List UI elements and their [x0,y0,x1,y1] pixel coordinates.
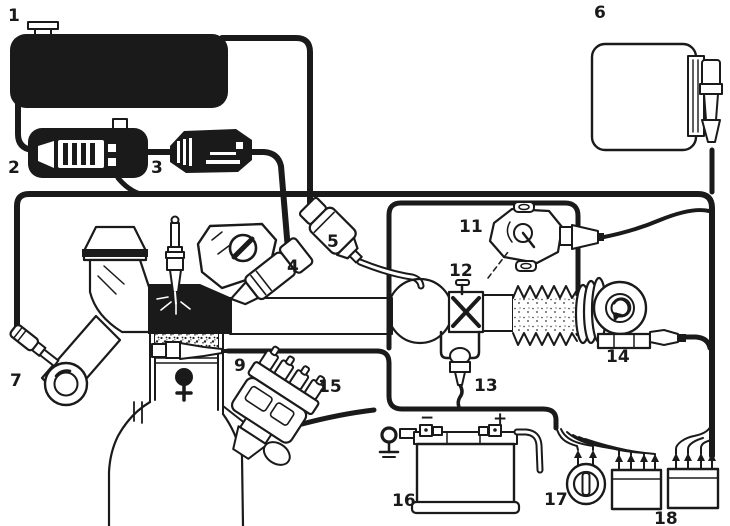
relay-1 [610,454,663,511]
engine-assembly [9,215,326,526]
piston-mark-icon [175,368,193,402]
spark-plug [156,215,191,315]
thermo-time-switch [439,330,481,386]
exhaust-pipe [40,314,122,407]
callout-cold-start-valve: 5 [327,232,339,252]
intake-tract [229,276,686,350]
crankcase [107,400,247,526]
battery-negative-sign: − [420,408,434,428]
intake-runner [229,297,393,335]
ignition-switch [565,450,607,506]
air-flow-meter [574,276,686,350]
air-vane-arrow-icon [612,297,632,318]
control-unit [590,42,723,152]
harness-branch [386,200,581,351]
cold-start-valve [298,196,363,264]
intake-snout [82,225,152,334]
wiring-harness [14,147,715,459]
fuel-filter [170,129,252,173]
fuel-pump [28,118,148,178]
wire-bundle [555,419,713,456]
callout-air-flow-meter: 14 [606,347,630,367]
air-duct [482,294,514,332]
callout-labels: 1 2 3 4 5 6 7 9 11 12 13 14 15 16 17 18 … [8,3,678,526]
relay-2 [666,453,720,510]
callout-temperature-sensor: 9 [234,356,246,376]
callout-distributor: 15 [318,377,342,397]
callout-battery: 16 [392,491,416,511]
relays [610,453,720,511]
callout-throttle-switch: 11 [459,217,483,237]
callout-thermo-time-switch: 13 [474,376,498,396]
callout-ignition-switch: 17 [544,490,568,510]
leader-line [487,251,509,279]
fuel-injector [229,237,314,306]
temperature-sensor [151,341,230,360]
switch-connector [571,224,599,250]
exhaust-sensor [9,324,60,368]
callout-fuel-filter: 3 [151,158,163,178]
key-slot-icon [581,472,591,496]
battery-positive-sign: + [493,409,507,429]
battery [378,424,544,515]
callout-exhaust-sensor: 7 [10,371,22,391]
duct-bellows [512,285,578,346]
ignition-distributor [230,345,326,466]
throttle-switch [487,201,604,279]
filler-cap [27,21,59,30]
throttle-body [447,279,485,334]
callout-fuel-pump: 2 [8,158,20,178]
ground-bolt-icon [378,426,400,458]
afm-connector [649,329,679,346]
callout-control-unit: 6 [594,3,606,23]
callout-relays: 18 [654,509,678,526]
fuel-tank [10,21,228,108]
callout-fuel-injector: 4 [287,257,299,277]
callout-throttle-shaft: 12 [449,261,473,281]
callout-fuel-tank: 1 [8,6,20,26]
ecu-plug [701,59,721,87]
